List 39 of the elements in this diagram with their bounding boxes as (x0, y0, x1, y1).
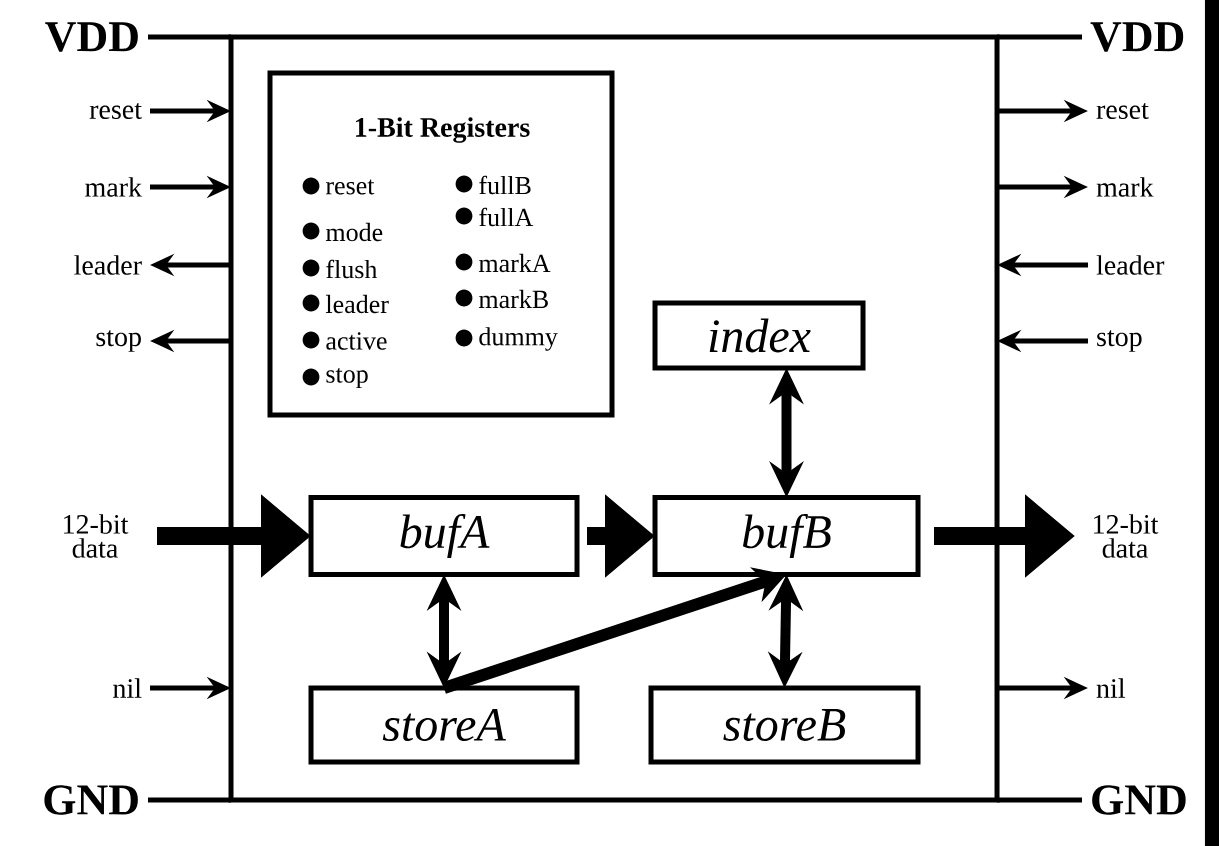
pin-label: 12-bit data (64, 514, 129, 558)
list-item: markA (455, 253, 551, 273)
module-box: bufA (308, 495, 580, 577)
list-item: active (302, 331, 387, 350)
rail-line (148, 34, 231, 40)
pin-label: 12-bit data (1094, 514, 1159, 558)
pin-label: nil (1096, 678, 1125, 698)
rail-label: VDD (45, 22, 138, 52)
pin-label: nil (113, 678, 142, 698)
list-item: markB (455, 289, 548, 309)
panel-heading: 1-Bit Registers (356, 117, 530, 143)
rail-label: GND (1092, 785, 1186, 815)
list-item: flush (302, 259, 378, 279)
list-item: dummy (455, 327, 558, 351)
edge-bar (1204, 0, 1219, 846)
pin-label: reset (89, 102, 142, 120)
list-item: reset (302, 177, 375, 195)
rail-label: VDD (1090, 22, 1184, 52)
pin-label: mark (85, 177, 143, 197)
pin-label: stop (96, 330, 141, 352)
module-box: storeA (308, 685, 580, 765)
list-item: fullA (455, 207, 534, 227)
rail-label: GND (44, 785, 138, 815)
chip-outline (228, 34, 1000, 803)
list-item: leader (302, 294, 389, 314)
rail-line (997, 34, 1082, 40)
module-box: bufB (652, 495, 921, 577)
pin-label: leader (74, 255, 142, 275)
pin-label: leader (1096, 255, 1165, 275)
rail-line (997, 797, 1082, 803)
list-item: fullB (455, 175, 531, 195)
module-box: storeB (648, 685, 921, 765)
pin-label: mark (1096, 177, 1154, 197)
list-item: mode (302, 222, 383, 242)
pin-label: stop (1097, 330, 1142, 352)
rail-line (148, 797, 231, 803)
module-box: index (652, 300, 866, 371)
pin-label: reset (1096, 102, 1149, 120)
list-item: stop (302, 367, 368, 389)
